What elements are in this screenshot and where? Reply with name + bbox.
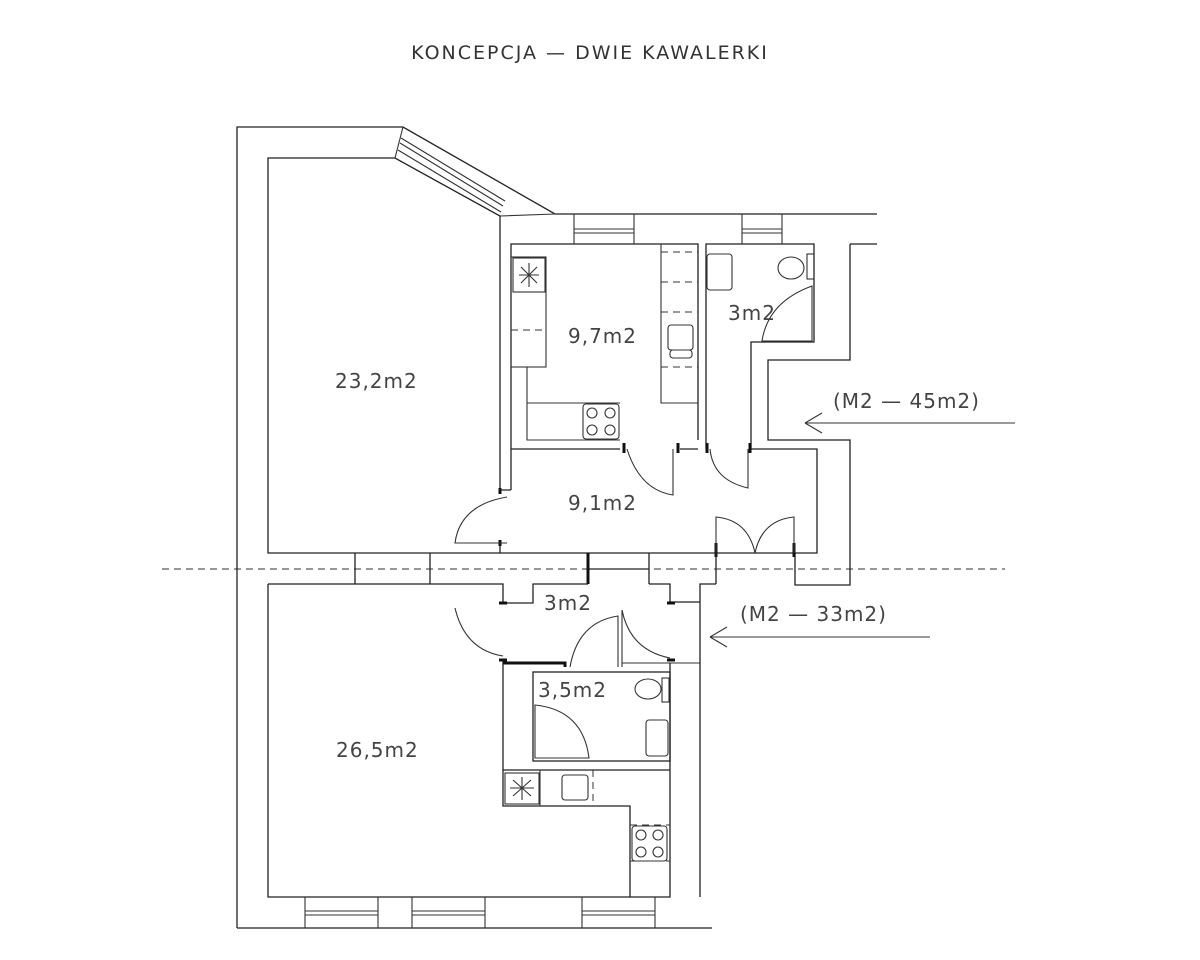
door-living-lower: [454, 601, 507, 662]
diagonal-window: [394, 126, 556, 217]
room-area-bathroom-lower: 3,5m2: [538, 678, 607, 702]
plan-line: [394, 126, 556, 217]
room-area-living-upper: 23,2m2: [335, 369, 418, 393]
plan-line: [586, 407, 598, 419]
bathroom-upper-fixtures: [706, 253, 815, 342]
plan-line: [504, 772, 540, 805]
stove-icon: [631, 825, 668, 862]
plan-line: [631, 825, 668, 862]
kitchen-upper-counters: [510, 244, 698, 441]
hall-lower-walls: [268, 583, 716, 770]
plan-line: [454, 607, 504, 657]
plan-line: [604, 407, 616, 419]
toilet-icon: [777, 256, 805, 280]
plan-line: [709, 448, 749, 489]
plan-line: [635, 846, 647, 858]
room-area-hall-lower: 3m2: [544, 591, 592, 615]
door-entry-lower: [621, 601, 700, 667]
door-bathroom-lower: [503, 615, 619, 668]
living-room-lower-walls: [267, 584, 701, 898]
plan-line: [604, 424, 616, 436]
entrance-arrow-upper: [804, 412, 1015, 434]
plan-line: [705, 443, 752, 453]
plan-line: [661, 677, 670, 703]
plan-line: [503, 661, 567, 667]
plan-line: [622, 443, 680, 453]
fridge-icon: [512, 257, 546, 293]
plan-line: [709, 626, 930, 648]
door-bathroom-upper: [705, 443, 752, 489]
room-area-bathroom-upper: 3m2: [728, 301, 776, 325]
plan-line: [582, 403, 620, 440]
room-area-kitchen-upper: 9,7m2: [568, 324, 637, 348]
door-living-upper: [454, 488, 508, 546]
room-area-living-lower: 26,5m2: [336, 738, 419, 762]
hall-upper-walls: [500, 448, 818, 554]
plan-line: [397, 137, 506, 213]
plan-line: [667, 601, 675, 662]
plan-line: [804, 412, 1015, 434]
unit-upper-annotation: (M2 — 45m2): [833, 389, 980, 413]
plan-line: [621, 610, 700, 667]
plan-line: [586, 424, 598, 436]
sink-icon: [561, 774, 589, 801]
stove-icon: [582, 403, 620, 440]
plan-line: [569, 615, 619, 668]
plan-line: [635, 829, 647, 841]
entrance-arrow-lower: [709, 626, 930, 648]
plan-line: [661, 251, 698, 404]
plan-line: [669, 349, 693, 359]
plan-line: [621, 609, 671, 659]
plan-line: [561, 774, 589, 801]
plan-line: [667, 324, 694, 351]
plan-line: [581, 897, 656, 928]
room-area-hall-upper: 9,1m2: [568, 491, 637, 515]
plan-line: [519, 263, 539, 287]
plan-line: [714, 543, 796, 557]
fridge-icon: [504, 772, 540, 805]
plan-line: [304, 897, 379, 928]
shower-icon: [534, 704, 590, 759]
plan-line: [526, 367, 620, 441]
kitchen-upper-walls: [500, 243, 699, 491]
plan-line: [454, 496, 508, 544]
double-door-entry-upper: [714, 516, 796, 557]
plan-line: [510, 256, 547, 368]
top-windows: [573, 214, 783, 244]
unit-lower-annotation: (M2 — 33m2): [740, 602, 887, 626]
plan-line: [512, 257, 546, 293]
bottom-windows: [304, 897, 656, 928]
plan-title: KONCEPCJA — DWIE KAWALERKI: [411, 42, 769, 64]
bathroom-upper-walls: [705, 243, 815, 449]
washbasin-icon: [645, 719, 669, 757]
plan-line: [652, 829, 664, 841]
sink-icon: [667, 324, 694, 359]
living-room-upper-walls: [267, 157, 501, 554]
plan-line: [806, 253, 815, 280]
plan-line: [741, 214, 783, 244]
plan-line: [652, 846, 664, 858]
plan-line: [499, 601, 507, 662]
plan-line: [715, 516, 795, 554]
door-kitchen-upper: [622, 443, 680, 496]
washbasin-icon: [706, 253, 733, 291]
stairwell-walls: [767, 243, 877, 586]
plan-line: [510, 777, 534, 800]
toilet-icon: [634, 678, 662, 700]
plan-line: [626, 448, 674, 496]
plan-line: [411, 897, 486, 928]
plan-line: [573, 214, 635, 244]
plan-line: [660, 244, 698, 404]
outer-wall: [236, 126, 877, 928]
shower-icon: [761, 285, 813, 342]
bathroom-lower-fixtures: [534, 677, 670, 759]
